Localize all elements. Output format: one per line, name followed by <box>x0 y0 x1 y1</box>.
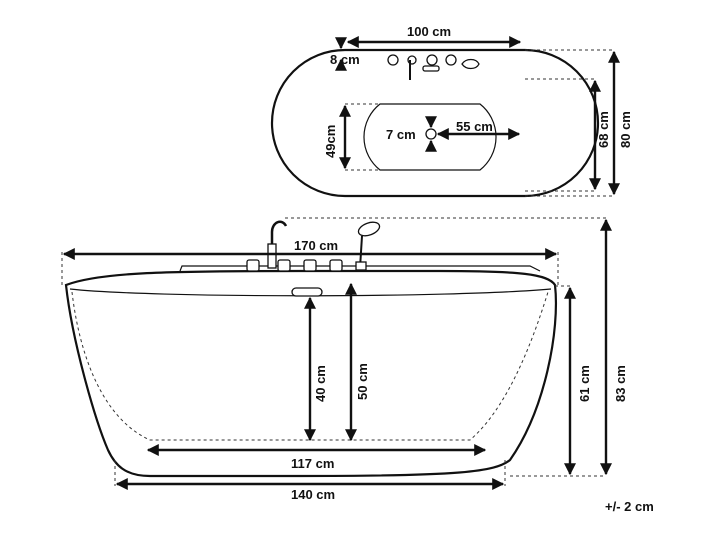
overflow-icon <box>291 287 323 297</box>
label-top-length: 100 cm <box>407 24 451 39</box>
label-basin-width: 49cm <box>323 125 338 158</box>
label-base-length: 140 cm <box>291 487 335 502</box>
shower-head-icon <box>357 221 381 237</box>
top-inner-basin <box>363 103 497 171</box>
top-outer-rim <box>270 48 600 198</box>
tap-icon <box>246 259 260 272</box>
label-inner-depth: 40 cm <box>313 365 328 402</box>
tap-icon <box>277 259 291 272</box>
tap-icon <box>303 259 317 272</box>
label-basin-half-length: 55 cm <box>456 119 493 134</box>
label-inner-width: 68 cm <box>596 111 611 148</box>
side-view: 170 cm 40 cm 50 cm 117 cm 140 cm 61 cm 8… <box>61 217 628 502</box>
top-faucets <box>387 54 480 80</box>
tap-icon <box>387 54 399 66</box>
drain-icon <box>425 128 437 140</box>
tap-icon <box>445 54 457 66</box>
label-overall-length: 170 cm <box>294 238 338 253</box>
side-tub-body <box>64 269 558 478</box>
label-spout-height: 50 cm <box>355 363 370 400</box>
label-total-height: 83 cm <box>613 365 628 402</box>
side-faucets <box>246 220 381 297</box>
tap-icon <box>329 259 343 272</box>
label-outer-width: 80 cm <box>618 111 633 148</box>
overflow-icon <box>422 65 440 72</box>
label-drain: 7 cm <box>386 127 416 142</box>
tap-icon <box>426 54 438 66</box>
label-rim-thickness: 8 cm <box>330 52 360 67</box>
spout-icon <box>267 243 277 269</box>
label-rim-height: 61 cm <box>577 365 592 402</box>
shower-head-icon <box>461 58 480 70</box>
top-view: 100 cm 8 cm 7 cm 55 cm 49cm 68 cm 80 cm <box>270 24 633 198</box>
label-bottom-inner-length: 117 cm <box>291 456 334 471</box>
tolerance-note: +/- 2 cm <box>605 499 654 514</box>
